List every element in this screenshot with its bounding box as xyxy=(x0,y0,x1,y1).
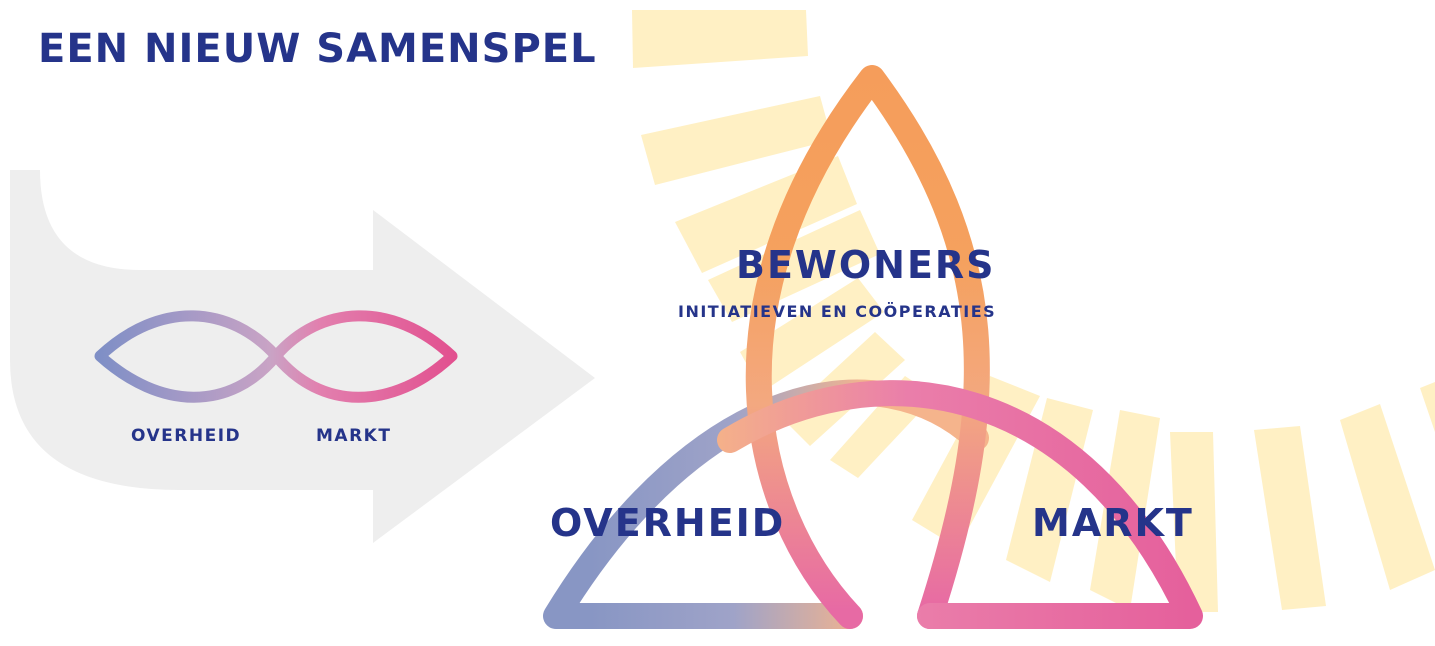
triquetra-label-bewoners: BEWONERS xyxy=(736,243,996,287)
sun-ray xyxy=(1170,432,1218,612)
triquetra-label-markt: MARKT xyxy=(1032,501,1194,545)
infinity-symbol xyxy=(94,310,458,403)
before-label-overheid: OVERHEID xyxy=(131,426,242,446)
sun-ray xyxy=(708,210,880,322)
sun-ray xyxy=(632,10,808,68)
sun-ray xyxy=(1254,426,1326,610)
sun-ray xyxy=(641,96,832,185)
before-label-markt: MARKT xyxy=(316,426,392,446)
sun-ray xyxy=(1340,404,1435,590)
sun-ray xyxy=(740,278,884,392)
triquetra-label-overheid: OVERHEID xyxy=(550,501,786,545)
triquetra-right-loop xyxy=(717,380,1203,629)
page-title: EEN NIEUW SAMENSPEL xyxy=(38,26,597,72)
sun-rays xyxy=(632,10,1435,612)
sun-ray xyxy=(1420,382,1435,432)
transition-arrow xyxy=(10,170,595,543)
triquetra-top-loop xyxy=(745,65,990,629)
triquetra-sublabel-initiatieven: INITIATIEVEN EN COÖPERATIES xyxy=(678,302,997,321)
